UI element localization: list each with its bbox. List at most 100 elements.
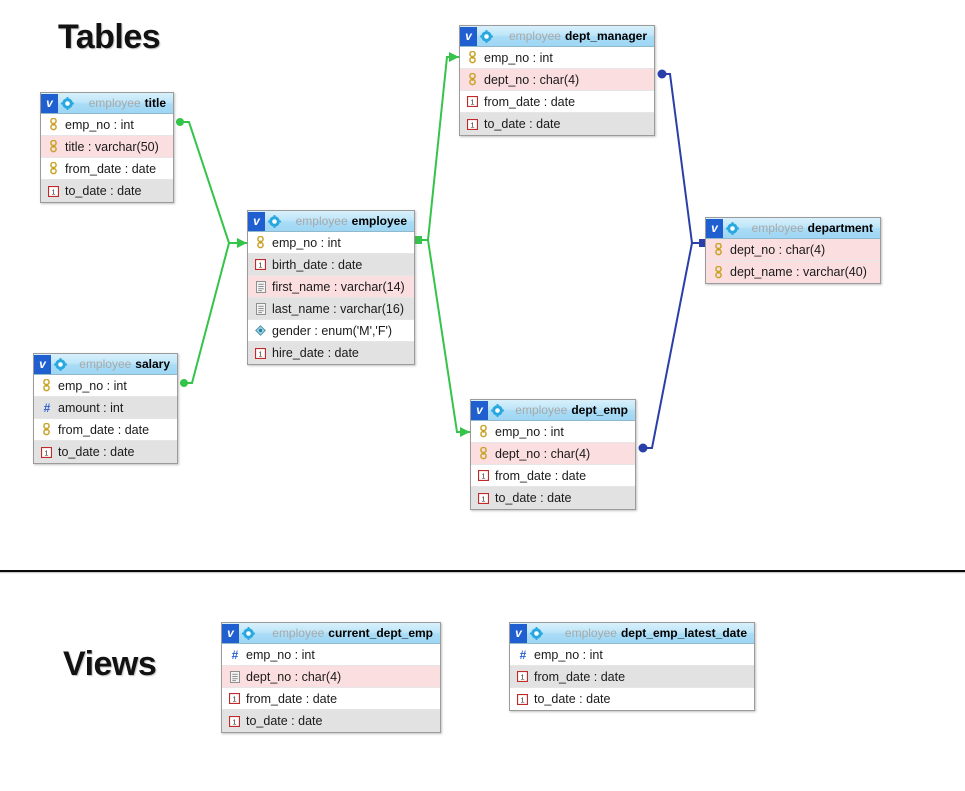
column-row[interactable]: dept_name : varchar(40) [706,261,880,283]
column-label: gender : enum('M','F') [272,323,393,338]
date-icon: 1 [227,691,242,706]
column-label: emp_no : int [246,647,315,662]
column-label: amount : int [58,400,124,415]
key-icon [711,242,726,257]
svg-text:1: 1 [470,120,474,129]
column-row[interactable]: first_name : varchar(14) [248,276,414,298]
column-label: from_date : date [58,422,150,437]
view-badge-icon: v [460,26,477,46]
svg-text:1: 1 [232,717,236,726]
column-row[interactable]: 1 from_date : date [471,465,635,487]
relation-salary-employee [180,242,247,387]
view-badge-icon: v [222,623,239,643]
column-label: last_name : varchar(16) [272,301,405,316]
column-label: dept_no : char(4) [484,72,580,87]
column-row[interactable]: from_date : date [34,419,177,441]
column-row[interactable]: dept_no : char(4) [222,666,440,688]
column-row[interactable]: #amount : int [34,397,177,419]
column-row[interactable]: emp_no : int [248,232,414,254]
svg-text:1: 1 [258,349,262,358]
column-row[interactable]: dept_no : char(4) [460,69,654,91]
column-label: from_date : date [495,468,587,483]
svg-text:1: 1 [470,98,474,107]
entity-object-name: salary [135,357,170,371]
gear-icon [723,219,741,238]
entity-object-name: dept_manager [564,29,647,43]
entity-object-name: employee [351,214,407,228]
column-row[interactable]: from_date : date [41,158,173,180]
column-row[interactable]: dept_no : char(4) [706,239,880,261]
column-row[interactable]: gender : enum('M','F') [248,320,414,342]
column-row[interactable]: 1 from_date : date [222,688,440,710]
relation-employee-dept-emp [415,239,470,437]
entity-object-name: title [144,96,166,110]
column-row[interactable]: #emp_no : int [510,644,754,666]
key-icon [476,424,491,439]
column-label: from_date : date [534,669,626,684]
svg-text:1: 1 [520,673,524,682]
column-row[interactable]: emp_no : int [471,421,635,443]
key-icon [711,265,726,280]
svg-text:1: 1 [44,448,48,457]
svg-text:1: 1 [481,472,485,481]
relation-dept-emp-department [638,242,705,453]
column-row[interactable]: 1 to_date : date [222,710,440,732]
column-row[interactable]: emp_no : int [34,375,177,397]
column-label: to_date : date [484,117,561,131]
column-label: first_name : varchar(14) [272,279,405,294]
key-icon [46,139,61,154]
column-label: from_date : date [246,691,338,706]
column-row[interactable]: 1 from_date : date [510,666,754,688]
column-row[interactable]: title : varchar(50) [41,136,173,158]
column-row[interactable]: emp_no : int [460,47,654,69]
column-label: to_date : date [246,714,323,728]
column-row[interactable]: #emp_no : int [222,644,440,666]
gear-icon [239,624,257,643]
column-label: from_date : date [65,161,157,176]
view-badge-icon: v [471,400,488,420]
svg-text:1: 1 [232,695,236,704]
column-row[interactable]: last_name : varchar(16) [248,298,414,320]
column-label: dept_no : char(4) [495,446,591,461]
svg-text:1: 1 [51,187,55,196]
column-row[interactable]: dept_no : char(4) [471,443,635,465]
gear-icon [265,212,283,231]
date-icon: 1 [227,714,242,729]
column-label: dept_name : varchar(40) [730,265,867,279]
column-row[interactable]: 1 to_date : date [460,113,654,135]
view-badge-icon: v [706,218,723,238]
entity-schema-name: employee [515,403,568,417]
relation-dept-manager-department [657,69,705,244]
key-icon [476,446,491,461]
svg-text:1: 1 [520,695,524,704]
entity-schema-name: employee [88,96,141,110]
entity-schema-name: employee [272,626,325,640]
date-icon: 1 [253,346,268,361]
column-row[interactable]: emp_no : int [41,114,173,136]
entity-object-name: dept_emp [571,403,628,417]
